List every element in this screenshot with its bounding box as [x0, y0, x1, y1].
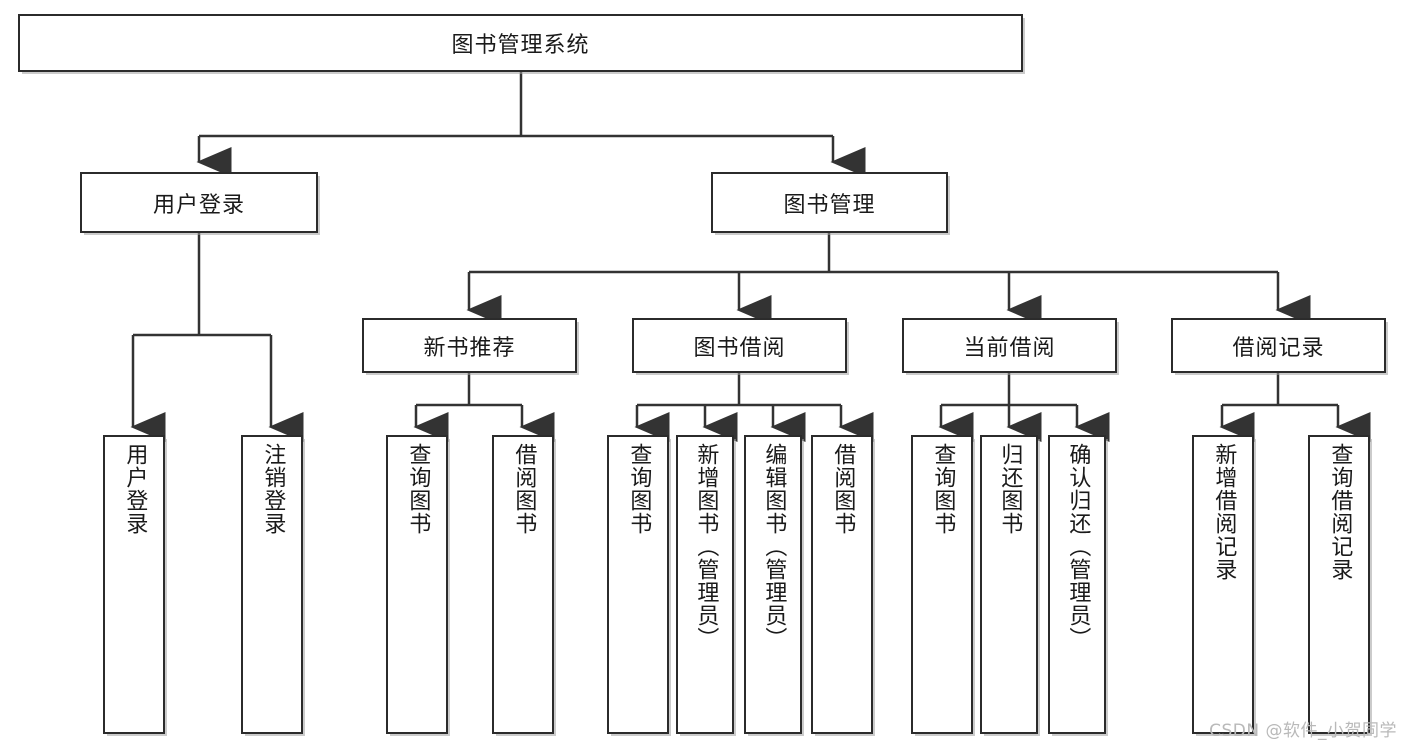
leaf-label: 借阅图书	[830, 443, 856, 535]
leaf-label: 查询图书	[405, 443, 431, 535]
leaf-user-logout[interactable]: 注销登录	[241, 435, 303, 734]
leaf-add-borrow-record[interactable]: 新增借阅记录	[1192, 435, 1254, 734]
leaf-query-borrow-record[interactable]: 查询借阅记录	[1308, 435, 1370, 734]
leaf-query-book-borrow[interactable]: 查询图书	[607, 435, 669, 734]
csdn-watermark: CSDN @软件_小贺同学	[1209, 721, 1397, 741]
leaf-edit-book-admin[interactable]: 编辑图书（管理员）	[744, 435, 802, 734]
leaf-borrow-book-recommend[interactable]: 借阅图书	[492, 435, 554, 734]
node-new-book-recommend[interactable]: 新书推荐	[362, 318, 577, 373]
leaf-label: 新增图书（管理员）	[693, 443, 719, 650]
leaf-label: 借阅图书	[511, 443, 537, 535]
leaf-return-book[interactable]: 归还图书	[980, 435, 1038, 734]
leaf-confirm-return-admin[interactable]: 确认归还（管理员）	[1048, 435, 1106, 734]
node-borrow-record[interactable]: 借阅记录	[1171, 318, 1386, 373]
leaf-label: 注销登录	[260, 443, 286, 535]
node-root-system[interactable]: 图书管理系统	[18, 14, 1023, 72]
leaf-query-book-current[interactable]: 查询图书	[911, 435, 973, 734]
node-book-borrow[interactable]: 图书借阅	[632, 318, 847, 373]
leaf-label: 查询图书	[626, 443, 652, 535]
leaf-label: 归还图书	[997, 443, 1023, 535]
leaf-label: 编辑图书（管理员）	[761, 443, 787, 650]
leaf-query-book-recommend[interactable]: 查询图书	[386, 435, 448, 734]
leaf-borrow-book[interactable]: 借阅图书	[811, 435, 873, 734]
leaf-label: 查询图书	[930, 443, 956, 535]
leaf-add-book-admin[interactable]: 新增图书（管理员）	[676, 435, 734, 734]
leaf-label: 查询借阅记录	[1327, 443, 1353, 581]
node-user-login[interactable]: 用户登录	[80, 172, 318, 233]
node-current-borrow[interactable]: 当前借阅	[902, 318, 1117, 373]
node-book-management[interactable]: 图书管理	[711, 172, 948, 233]
leaf-label: 用户登录	[122, 443, 148, 535]
leaf-label: 新增借阅记录	[1211, 443, 1237, 581]
leaf-user-login[interactable]: 用户登录	[103, 435, 165, 734]
leaf-label: 确认归还（管理员）	[1065, 443, 1091, 650]
